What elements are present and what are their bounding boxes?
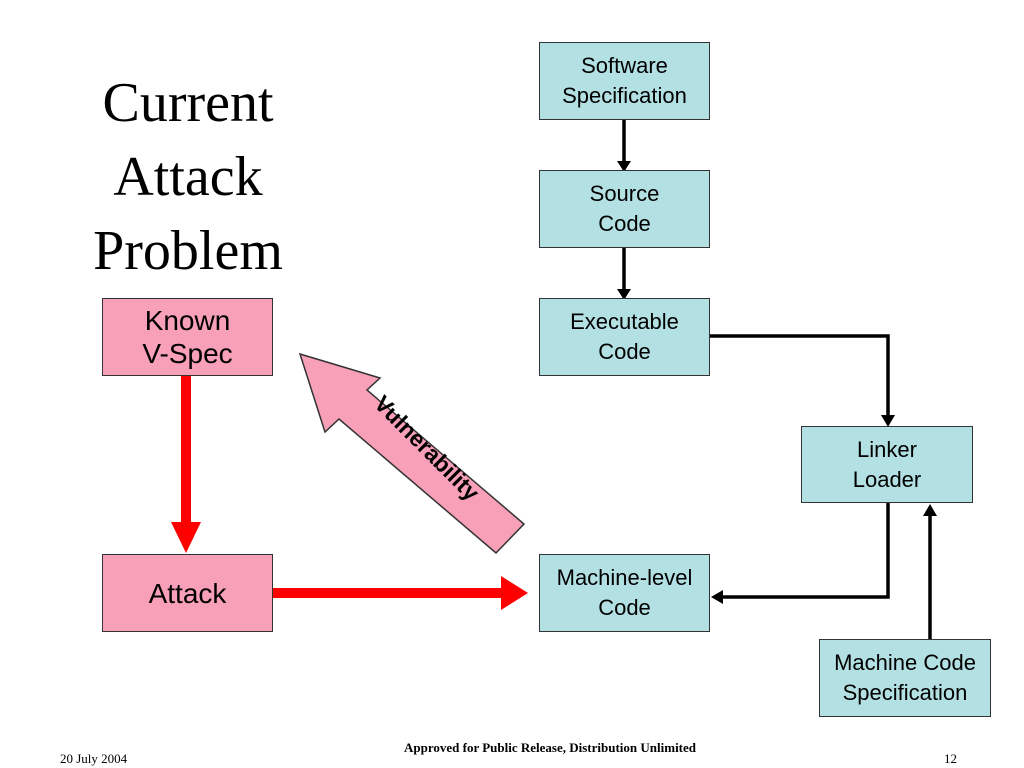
known-v-spec-box: Known V-Spec — [102, 298, 273, 376]
red-arrow-attack-to-machine-shaft — [273, 588, 503, 598]
arrowhead-spec-to-source — [617, 161, 631, 172]
arrowhead-source-to-executable — [617, 289, 631, 300]
arrow-linker-to-machine-level — [722, 503, 890, 599]
vulnerability-block-arrow — [298, 352, 526, 555]
footer-date: 20 July 2004 — [60, 751, 128, 766]
box-line: Specification — [842, 680, 968, 705]
slide-title: Current Attack Problem — [40, 66, 336, 288]
arrow-executable-to-linker — [710, 334, 890, 416]
box-line: Linker — [857, 436, 917, 462]
footer-page-number: 12 — [944, 751, 957, 766]
title-line-3: Problem — [93, 220, 283, 282]
arrowhead-linker-to-machine-level — [711, 590, 723, 604]
machine-code-specification-box: Machine Code Specification — [819, 639, 991, 717]
box-line: Code — [598, 339, 651, 364]
arrowhead-mcspec-to-linker — [923, 504, 937, 516]
box-line: Software — [581, 53, 668, 78]
box-line: Machine-level — [556, 565, 693, 590]
box-line: Attack — [148, 577, 227, 609]
box-line: Machine Code — [834, 650, 976, 675]
box-line: V-Spec — [142, 338, 233, 369]
box-line: Executable — [570, 309, 679, 334]
red-arrowhead-attack-to-machine — [501, 576, 528, 610]
box-line: Source — [589, 181, 660, 206]
executable-code-box: Executable Code — [539, 298, 710, 376]
arrowhead-executable-to-linker — [881, 415, 895, 427]
title-line-1: Current — [102, 72, 274, 134]
box-line: Code — [598, 595, 651, 620]
box-line: Known — [144, 305, 231, 336]
machine-level-code-box: Machine-level Code — [539, 554, 710, 632]
attack-box: Attack — [102, 554, 273, 632]
box-line: Specification — [562, 83, 687, 108]
title-line-2: Attack — [113, 146, 263, 208]
linker-loader-box: Linker Loader — [801, 426, 973, 503]
box-line: Code — [598, 211, 651, 236]
red-arrowhead-vspec-to-attack — [171, 522, 201, 553]
red-arrow-vspec-to-attack-shaft — [181, 376, 191, 524]
source-code-box: Source Code — [539, 170, 710, 248]
software-specification-box: Software Specification — [539, 42, 710, 120]
box-line: Loader — [852, 466, 922, 492]
footer-release-notice: Approved for Public Release, Distributio… — [403, 740, 697, 755]
